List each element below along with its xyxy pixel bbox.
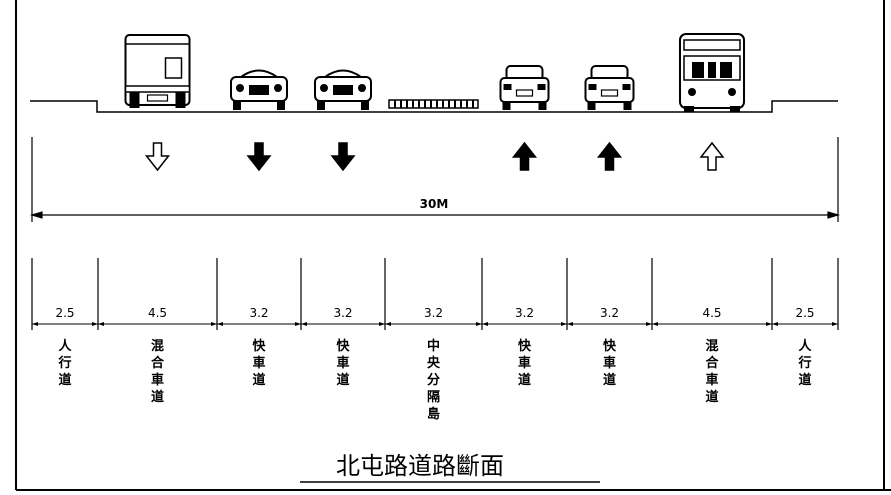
drawing-frame	[15, 0, 891, 491]
lane-name-label: 快車道	[336, 338, 350, 388]
median-icon	[388, 99, 479, 109]
lane-name-label: 中央分隔島	[427, 338, 441, 422]
lane-width-label: 3.2	[600, 306, 619, 320]
dimension-arrowhead	[646, 322, 652, 326]
dimension-arrowhead	[301, 322, 307, 326]
vehicles-layer	[124, 33, 745, 112]
dimension-arrowhead	[772, 322, 778, 326]
bus-front-icon	[679, 33, 745, 112]
car-front-icon	[314, 69, 372, 110]
dimension-arrowhead	[379, 322, 385, 326]
lane-name-label: 混合車道	[705, 339, 719, 405]
car-front-icon	[230, 69, 288, 110]
dimension-arrowhead	[211, 322, 217, 326]
up-arrow-icon	[596, 141, 623, 171]
lane-width-label: 4.5	[148, 306, 167, 320]
lane-width-label: 2.5	[55, 306, 74, 320]
road-surface-line	[30, 100, 838, 113]
lane-name-label: 人行道	[57, 338, 72, 388]
direction-arrows-layer	[144, 141, 725, 172]
lane-name-label: 混合車道	[151, 339, 165, 405]
down-arrow-icon	[330, 142, 356, 172]
lane-width-dimensions: 2.5 4.5 3.2 3.2 3.2 3.2 3.2 4.5 2.5	[31, 258, 839, 330]
car-rear-icon	[499, 65, 550, 110]
lane-width-label: 3.2	[249, 306, 268, 320]
up-arrow-icon	[699, 141, 725, 171]
lane-name-label: 人行道	[797, 338, 812, 388]
lane-names: 人行道 混合車道 快車道 快車道 中央分隔島 快車道 快車道 混合車道 人行道	[57, 338, 812, 422]
total-width-label: 30M	[420, 197, 449, 211]
dimension-arrowhead	[32, 322, 38, 326]
truck-rear-icon	[124, 34, 191, 108]
lane-name-label: 快車道	[518, 338, 532, 388]
lane-width-label: 2.5	[795, 306, 814, 320]
lane-width-label: 4.5	[702, 306, 721, 320]
dimension-arrowhead	[482, 322, 488, 326]
dimension-arrowhead	[92, 322, 98, 326]
dimension-arrowhead	[832, 322, 838, 326]
lane-width-label: 3.2	[424, 306, 443, 320]
dimension-arrowhead	[567, 322, 573, 326]
dimension-arrowhead	[98, 322, 104, 326]
car-rear-icon	[584, 65, 635, 110]
dimension-arrowhead	[476, 322, 482, 326]
dimension-arrowhead	[385, 322, 391, 326]
down-arrow-icon	[246, 142, 272, 172]
lane-name-label: 快車道	[252, 338, 266, 388]
diagram-title: 北屯路道路斷面	[336, 452, 504, 480]
down-arrow-icon	[144, 142, 171, 172]
dimension-arrowhead	[766, 322, 772, 326]
dimension-arrowhead	[561, 322, 567, 326]
up-arrow-icon	[511, 141, 538, 171]
dimension-arrowhead	[652, 322, 658, 326]
lane-width-label: 3.2	[333, 306, 352, 320]
lane-width-label: 3.2	[515, 306, 534, 320]
dimension-arrowhead	[295, 322, 301, 326]
total-width-dimension	[29, 137, 841, 222]
lane-name-label: 快車道	[603, 338, 617, 388]
dimension-arrowhead	[217, 322, 223, 326]
